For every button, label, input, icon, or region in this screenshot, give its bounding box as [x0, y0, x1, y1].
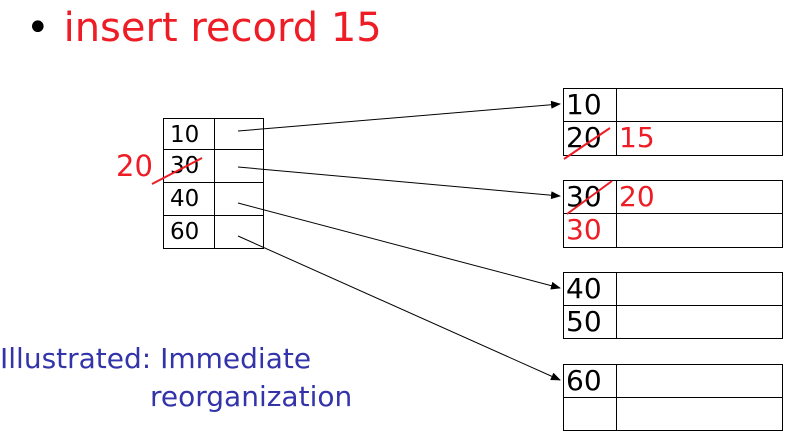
block-1-row-2-record: 15: [616, 121, 783, 156]
heading-text: insert record 15: [63, 5, 382, 51]
index-pointer-cell-1: [214, 118, 264, 150]
block-2-insert-label: 20: [619, 180, 655, 213]
pointer-arrow-3: [237, 202, 561, 290]
block-4-row-2-key: [563, 397, 617, 431]
index-pointer-cell-2: [214, 149, 264, 183]
note-line-1: Illustrated: Immediate: [0, 342, 312, 375]
index-key-3: 40: [170, 186, 200, 212]
block-3-row-2-value: 50: [566, 305, 602, 338]
strike-block-2-30: [566, 180, 613, 215]
pointer-arrow-1: [237, 100, 561, 132]
block-2-row-2-value: 30: [566, 213, 602, 246]
block-2-row-2-key: 30: [563, 213, 617, 248]
block-4-row-1-record: [616, 364, 783, 398]
index-key-cell-3: 40: [163, 182, 215, 216]
block-2-row-2-record: [616, 213, 783, 248]
block-3-row-2-key: 50: [563, 305, 617, 339]
block-3-row-1-value: 40: [566, 272, 602, 305]
illustration-note: Illustrated: Immediate reorganization: [0, 340, 352, 416]
index-replacement-label: 20: [116, 149, 153, 183]
block-4-row-1-value: 60: [566, 364, 602, 397]
note-line-2: reorganization: [150, 380, 353, 413]
strike-index-30: [151, 157, 203, 185]
block-1-row-1-key: 10: [563, 88, 617, 122]
index-key-4: 60: [170, 219, 200, 245]
index-key-1: 10: [170, 122, 200, 148]
block-1-row-1-value: 10: [566, 88, 602, 121]
block-4-row-2-record: [616, 397, 783, 431]
block-3-row-2-record: [616, 305, 783, 339]
index-key-cell-4: 60: [163, 215, 215, 249]
index-pointer-cell-4: [214, 215, 264, 249]
pointer-arrow-4: [237, 235, 561, 381]
block-1-insert-label: 15: [619, 121, 655, 154]
heading: • insert record 15: [26, 2, 382, 54]
strike-block-1-20: [563, 127, 611, 160]
block-2-row-1-value: 30: [566, 180, 602, 213]
block-3-row-1-key: 40: [563, 272, 617, 306]
block-3-row-1-record: [616, 272, 783, 306]
heading-bullet: •: [26, 5, 50, 51]
block-1-row-2-key: 20: [563, 121, 617, 156]
pointer-arrow-2: [237, 166, 561, 200]
